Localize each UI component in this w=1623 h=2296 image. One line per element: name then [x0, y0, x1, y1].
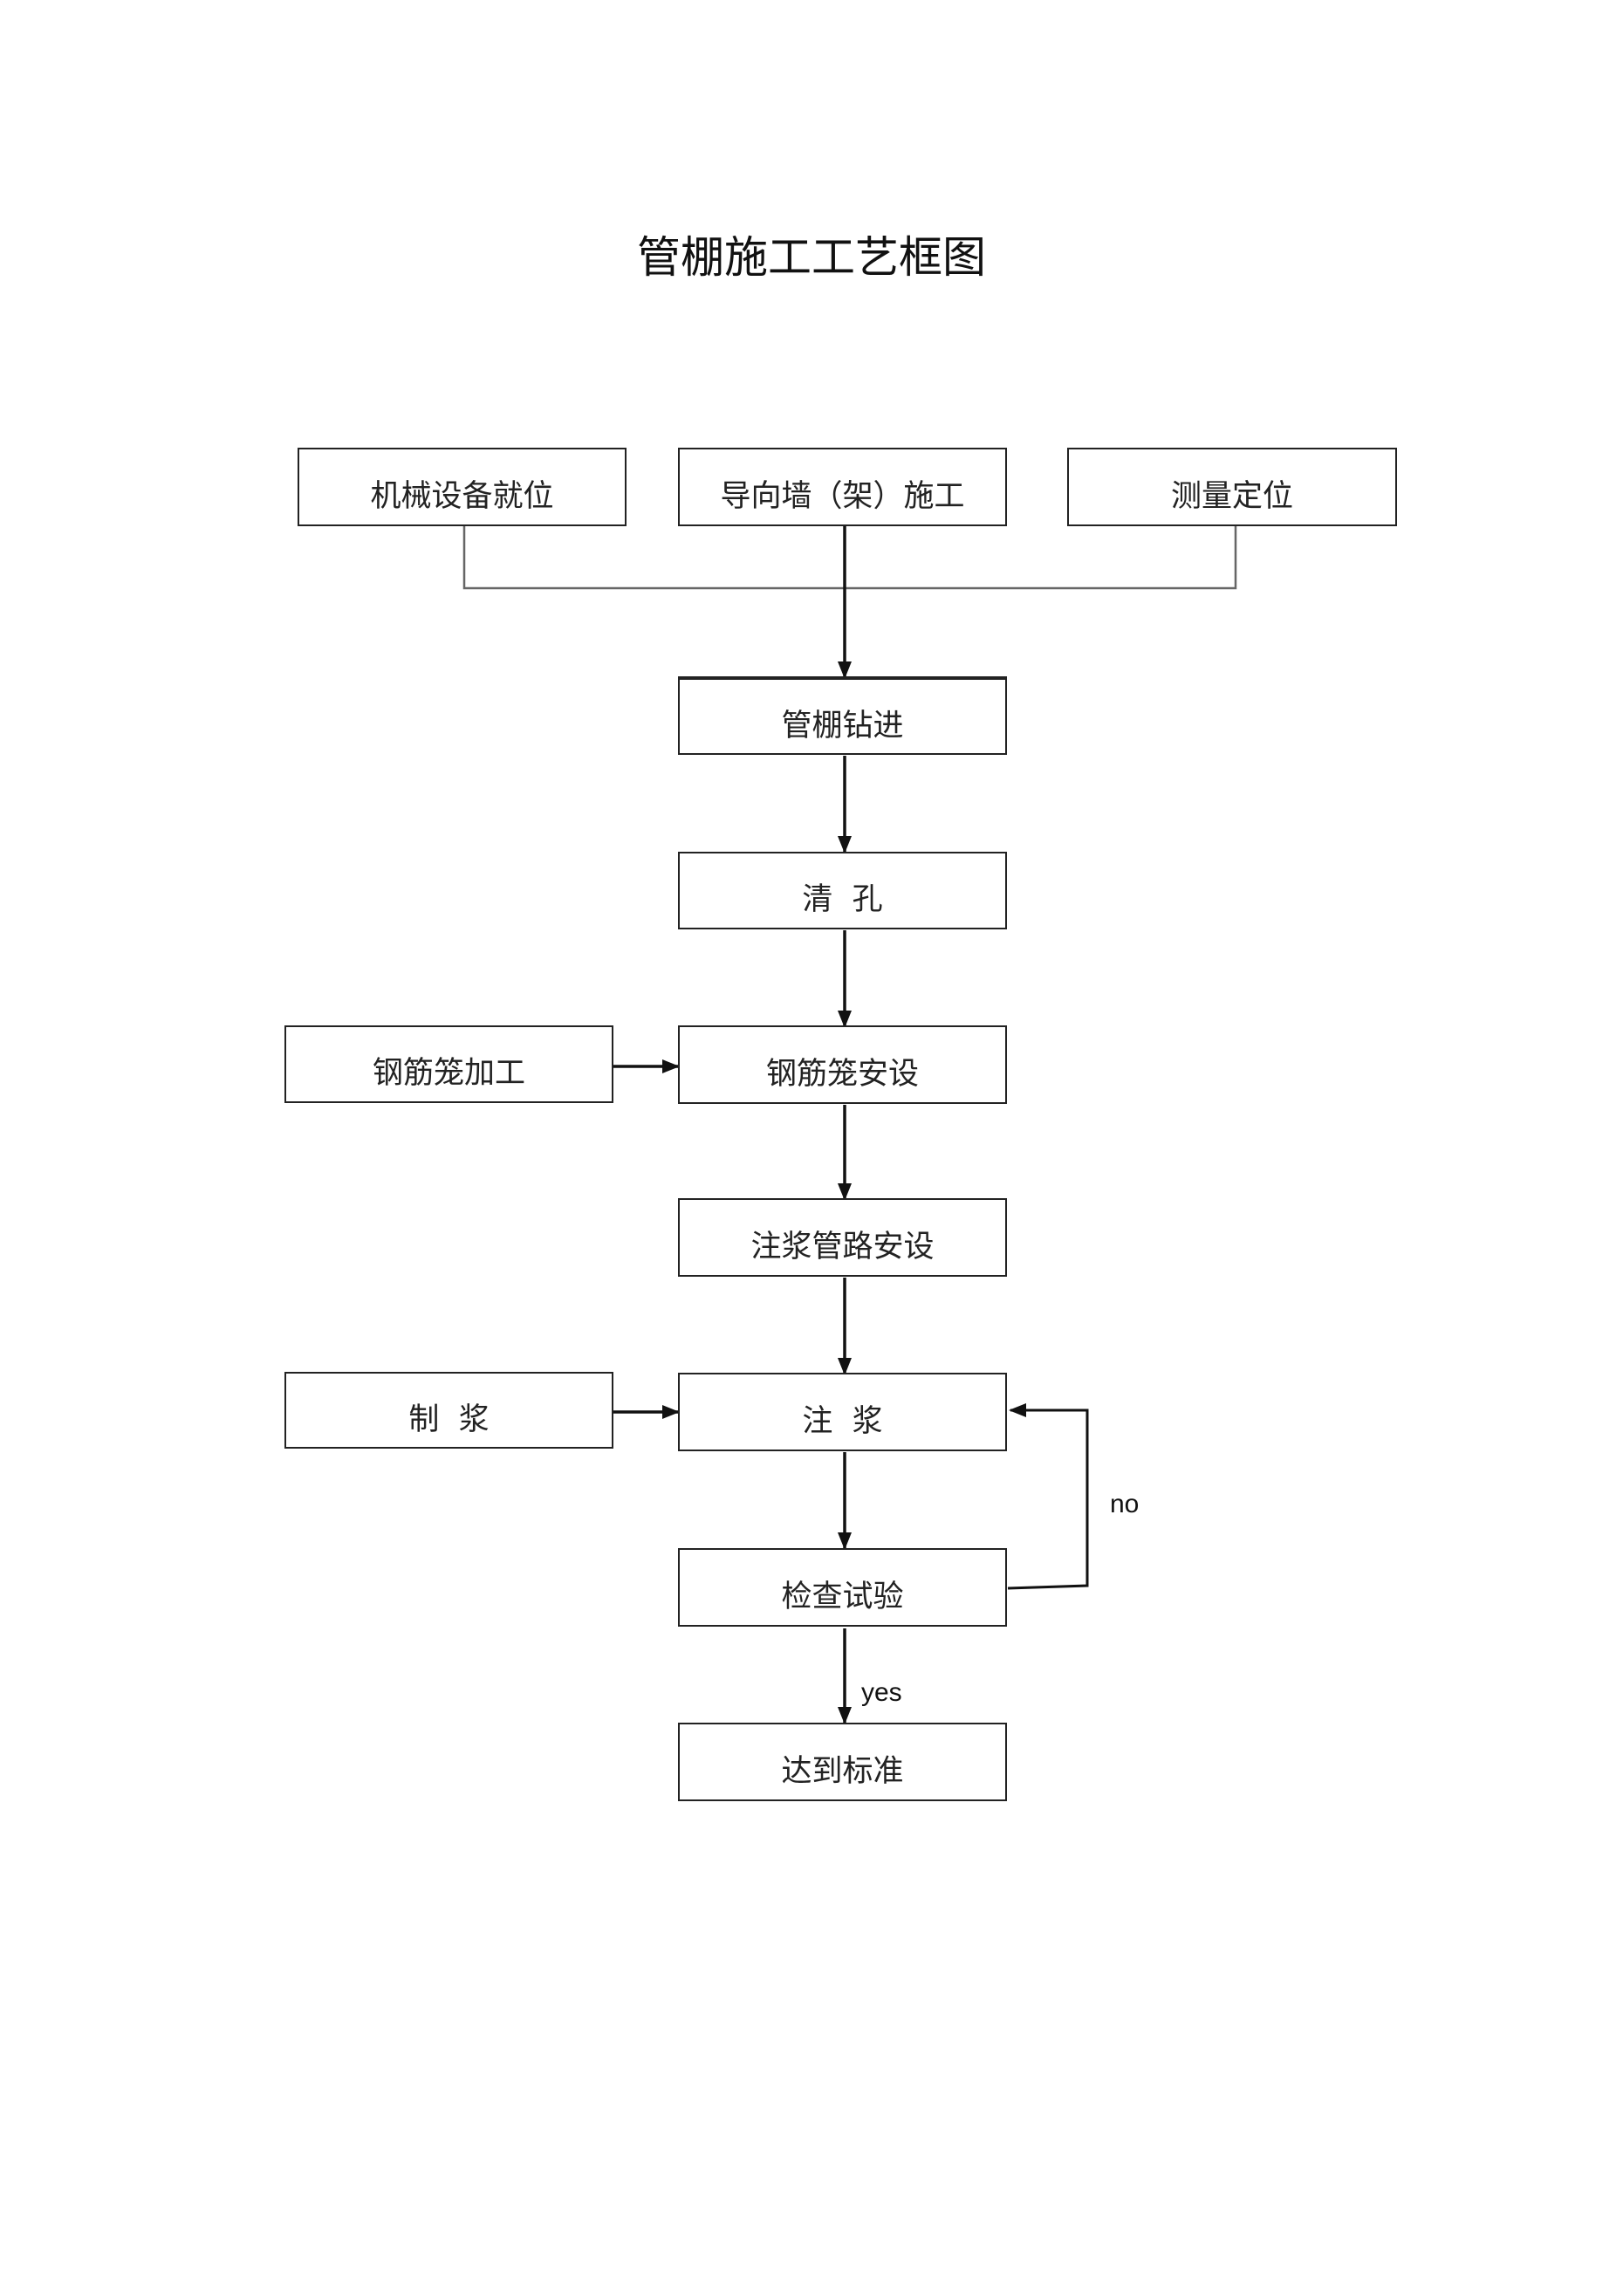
node-cage-processing: 钢筋笼加工	[284, 1025, 613, 1103]
edge-label-no: no	[1110, 1490, 1140, 1518]
node-survey: 测量定位	[1067, 448, 1397, 526]
node-grouting-label: 注 浆	[802, 1403, 883, 1439]
node-standard-met-label: 达到标准	[781, 1753, 904, 1789]
node-cage-install-label: 钢筋笼安设	[765, 1056, 919, 1092]
node-grout-pipe-install: 注浆管路安设	[678, 1198, 1007, 1277]
node-machine-setup-label: 机械设备就位	[370, 478, 554, 514]
node-guide-wall-label: 导向墙（架）施工	[720, 478, 965, 514]
connector-machine-to-bus	[462, 526, 845, 590]
node-guide-wall: 导向墙（架）施工	[678, 448, 1007, 526]
node-inspection: 检查试验	[678, 1548, 1007, 1627]
connector-survey-to-bus	[845, 526, 1237, 590]
node-grout-mixing: 制 浆	[284, 1372, 613, 1449]
node-hole-cleaning: 清 孔	[678, 852, 1007, 929]
arrow-inspection-no-loop	[1007, 1403, 1089, 1590]
node-grout-mixing-label: 制 浆	[408, 1402, 490, 1437]
node-drilling-label: 管棚钻进	[781, 708, 904, 744]
node-survey-label: 测量定位	[1170, 478, 1293, 514]
node-drilling: 管棚钻进	[678, 676, 1007, 755]
node-standard-met: 达到标准	[678, 1723, 1007, 1801]
node-grout-pipe-install-label: 注浆管路安设	[750, 1229, 935, 1265]
node-machine-setup: 机械设备就位	[298, 448, 627, 526]
edge-label-yes: yes	[861, 1678, 902, 1707]
node-inspection-label: 检查试验	[781, 1579, 904, 1614]
node-cage-processing-label: 钢筋笼加工	[372, 1056, 525, 1091]
node-hole-cleaning-label: 清 孔	[802, 882, 883, 917]
node-cage-install: 钢筋笼安设	[678, 1025, 1007, 1104]
diagram-title: 管棚施工工艺框图	[637, 232, 986, 283]
node-grouting: 注 浆	[678, 1373, 1007, 1451]
